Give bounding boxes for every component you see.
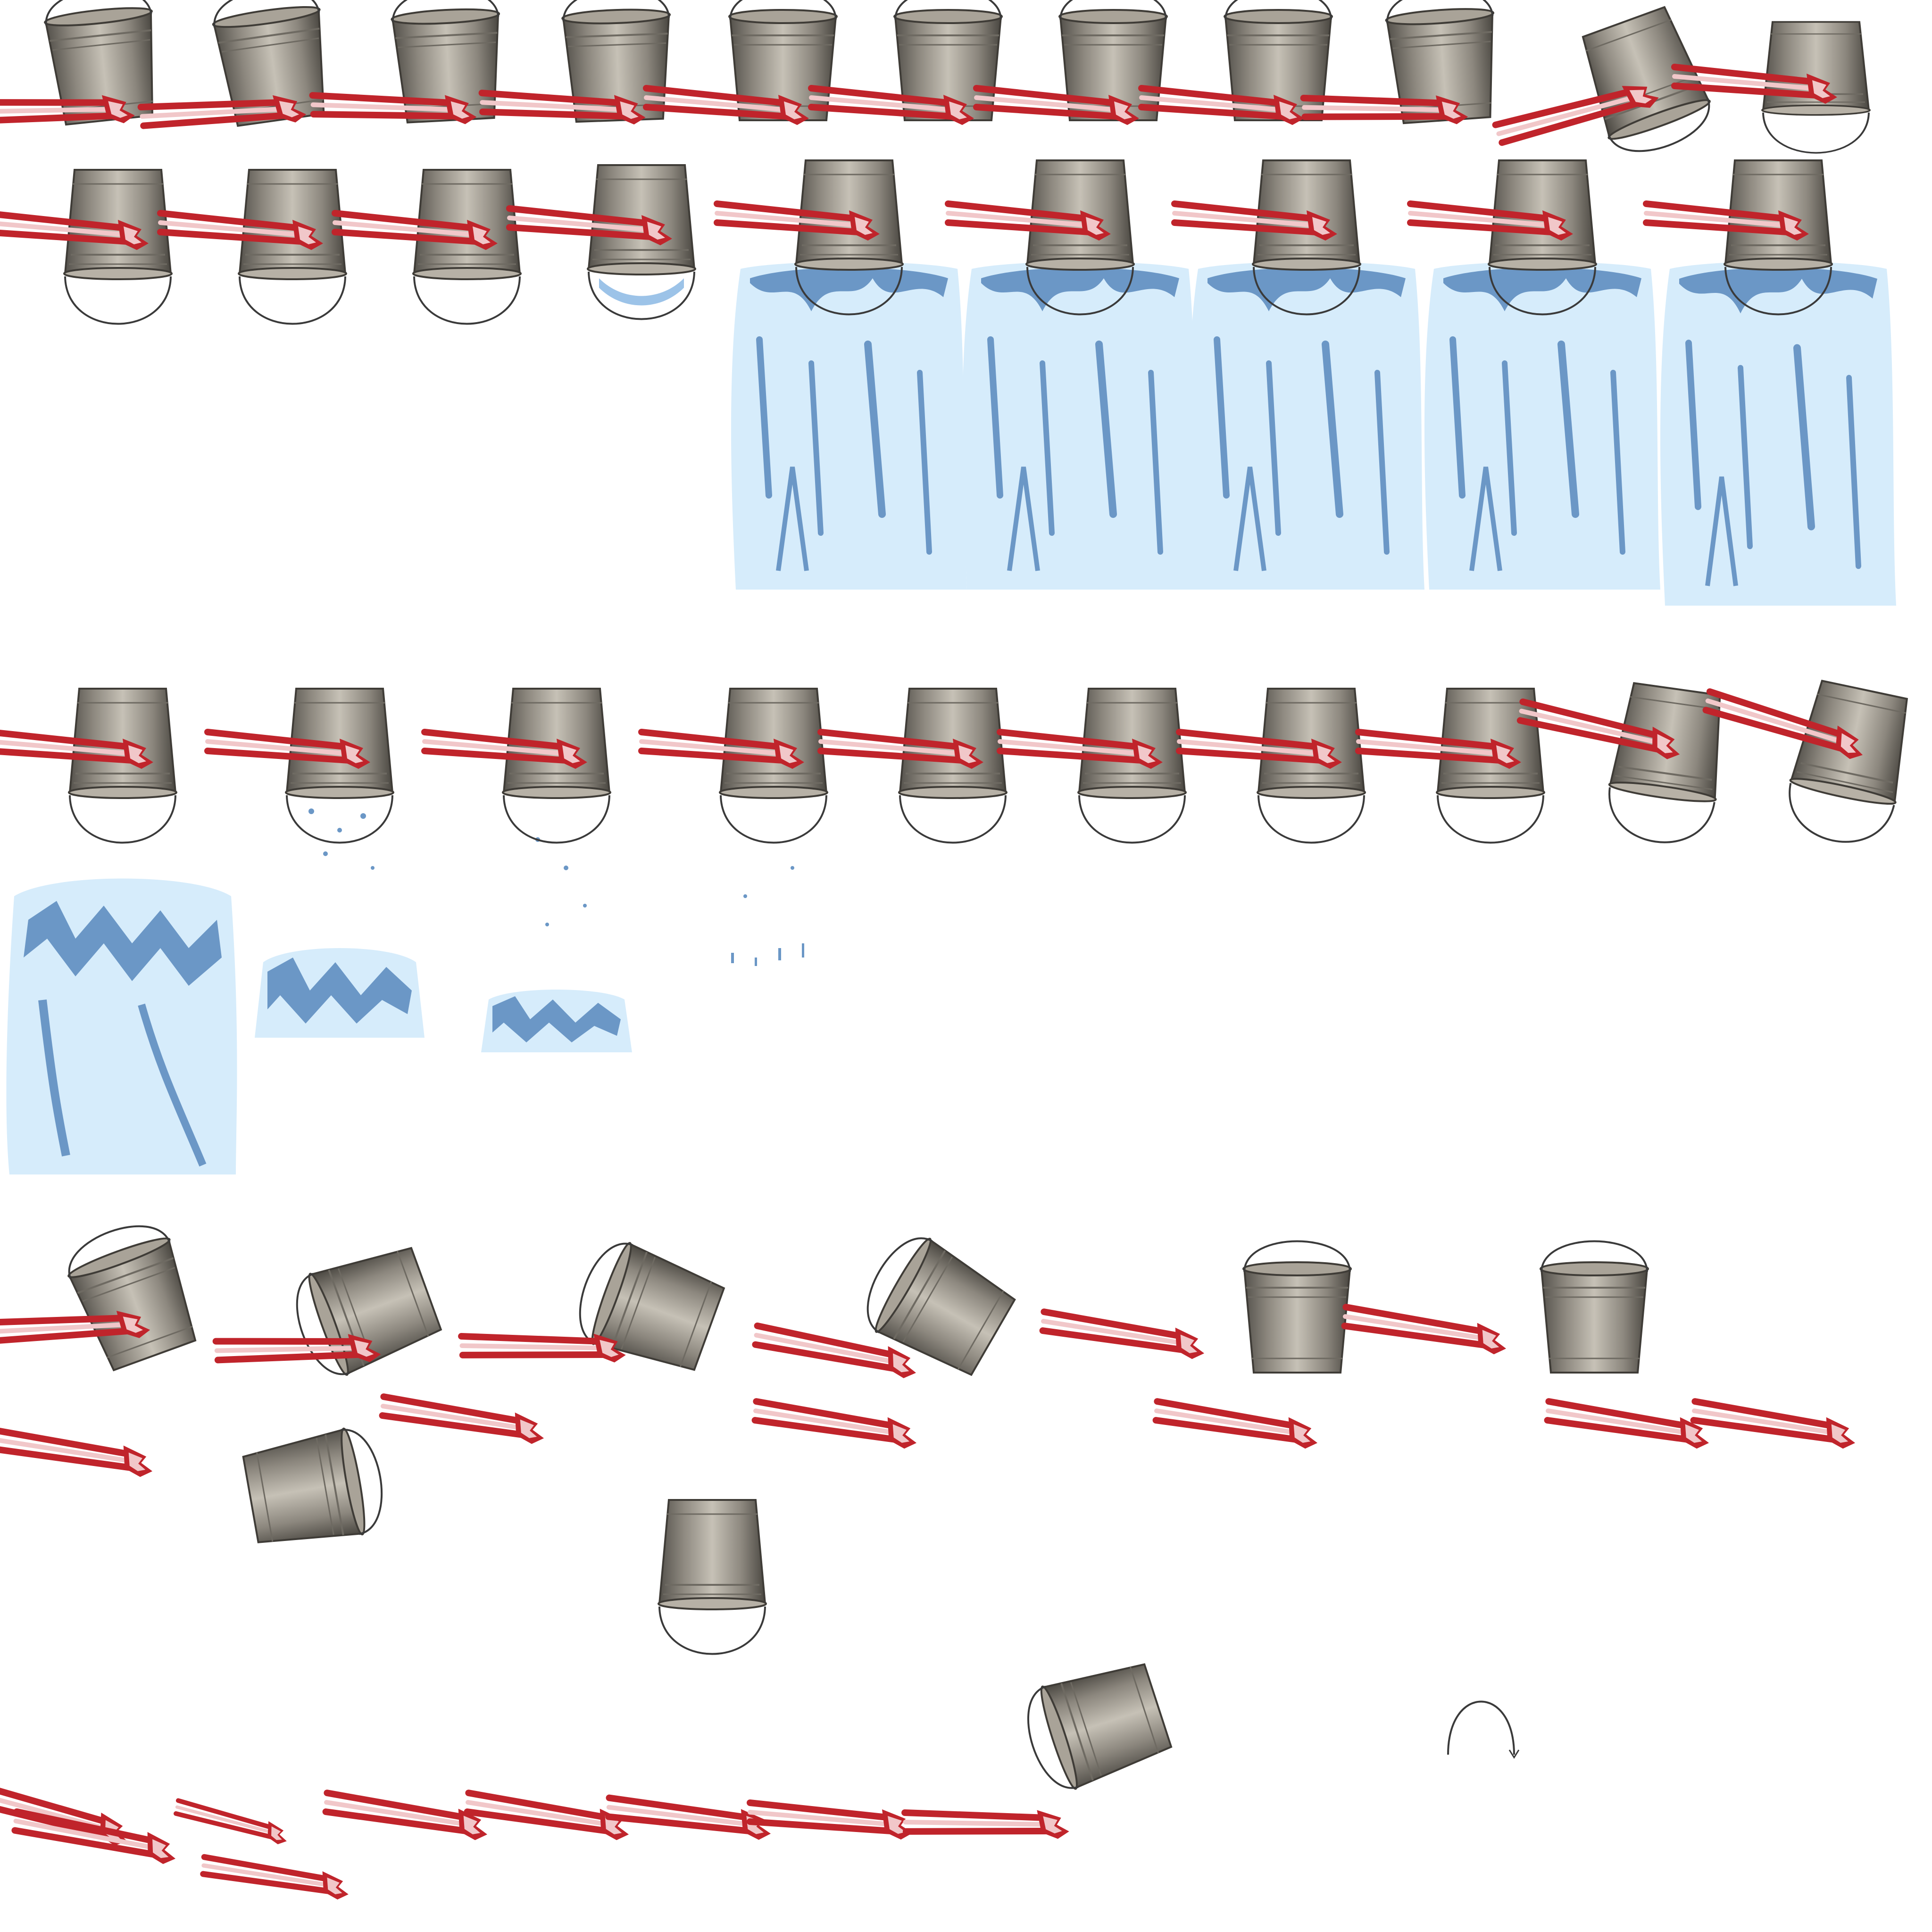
bucket-tipping-icon: [283, 1237, 446, 1385]
red-stripe-icon: [754, 1401, 919, 1449]
bucket-tipping-icon: [240, 1423, 391, 1554]
bucket-tipping-icon: [1015, 1653, 1175, 1799]
bucket-handle-icon: [1447, 1700, 1520, 1759]
water-splash-icon: [6, 879, 237, 1175]
bucket-tipping-icon: [1685, 677, 1918, 853]
red-stripe-icon: [750, 1803, 913, 1840]
bucket-red-stripe-icon: [0, 0, 164, 139]
row-5-sprites: [0, 1397, 1857, 1554]
bucket-upside-down-icon: [1674, 21, 1871, 154]
bucket-red-stripe-icon: [478, 0, 674, 130]
bucket-upside-down-icon: [821, 688, 1008, 844]
red-stripe-icon: [1692, 1401, 1857, 1449]
water-droplets-icon: [535, 837, 587, 926]
row-3-sprites: [0, 677, 1918, 1175]
bucket-upside-down-icon: [509, 164, 696, 320]
bucket-upside-down-icon: [0, 169, 173, 325]
water-splash-icon: [1189, 262, 1424, 590]
bucket-upside-down-icon: [0, 688, 177, 844]
row-2-sprites: [0, 159, 1896, 606]
water-splash-icon: [1424, 262, 1660, 590]
bucket-red-stripe-icon: [308, 0, 505, 132]
water-splash-icon: [255, 948, 425, 1038]
red-stripe-icon: [1546, 1401, 1711, 1449]
bucket-upright-icon: [1242, 1240, 1352, 1374]
row-7-sprites: [0, 1653, 1520, 1900]
red-stripe-icon: [1343, 1307, 1508, 1355]
row-6-sprites: [658, 1499, 767, 1655]
bucket-upside-down-icon: [1358, 688, 1545, 844]
bucket-upright-icon: [1540, 1240, 1649, 1374]
bucket-upside-down-icon: [1179, 688, 1366, 844]
bucket-upside-down-icon: [641, 688, 828, 844]
water-droplets-icon: [308, 808, 375, 870]
bucket-upside-down-icon: [160, 169, 347, 325]
red-stripe-icon: [381, 1397, 546, 1445]
red-stripe-icon: [325, 1793, 490, 1841]
red-stripe-icon: [905, 1801, 1070, 1849]
bucket-upside-down-icon: [208, 688, 394, 844]
bucket-upside-down-icon: [658, 1499, 767, 1655]
water-splash-icon: [731, 262, 967, 590]
bucket-tipping-icon: [58, 1212, 206, 1375]
red-stripe-icon: [0, 1430, 155, 1478]
red-stripe-icon: [1041, 1312, 1207, 1360]
bucket-red-stripe-icon: [127, 0, 335, 143]
bucket-upside-down-icon: [335, 169, 522, 325]
water-droplets-icon: [731, 866, 804, 966]
bucket-upside-down-icon: [1000, 688, 1187, 844]
water-splash-icon: [481, 990, 632, 1052]
red-stripe-icon: [174, 1800, 290, 1846]
red-stripe-icon: [202, 1857, 350, 1900]
bucket-upside-down-icon: [425, 688, 611, 844]
water-splash-icon: [962, 262, 1198, 590]
row-4-sprites: [0, 1212, 1649, 1385]
red-stripe-icon: [1155, 1401, 1320, 1449]
water-splash-icon: [1660, 261, 1896, 606]
